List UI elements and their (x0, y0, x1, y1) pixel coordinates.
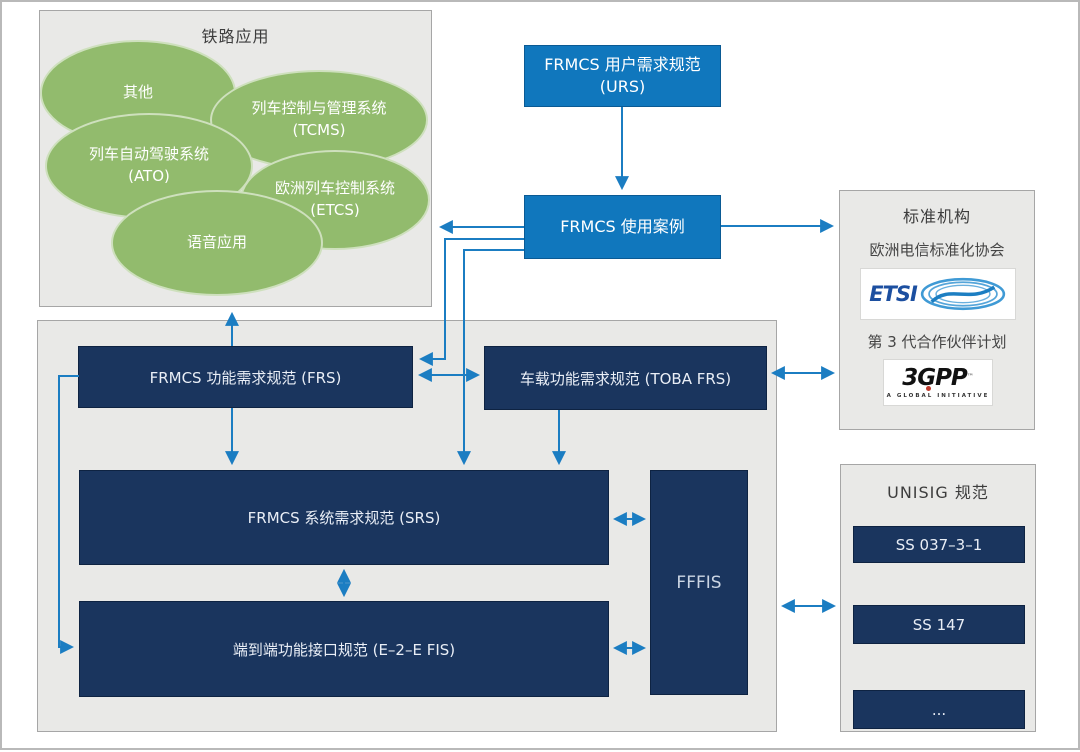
ato-abbr: (ATO) (128, 167, 170, 185)
standards-panel-title: 标准机构 (902, 207, 971, 226)
3gpp-red-dot-icon (926, 386, 931, 391)
srs-box: FRMCS 系统需求规范 (SRS) (79, 470, 609, 565)
frs-label: FRMCS 功能需求规范 (FRS) (149, 368, 342, 387)
toba-frs-box: 车载功能需求规范 (TOBA FRS) (484, 346, 767, 410)
frs-box: FRMCS 功能需求规范 (FRS) (78, 346, 413, 408)
tcms-abbr: (TCMS) (292, 121, 346, 139)
railway-applications-panel: 铁路应用 其他 列车控制与管理系统 (TCMS) 列车自动驾驶系统 (ATO) … (39, 10, 432, 307)
3gpp-logo-text: 3GPP (902, 364, 968, 391)
ss037-label: SS 037–3–1 (895, 535, 983, 554)
unisig-panel-title: UNISIG 规范 (887, 483, 989, 502)
urs-label-line2: (URS) (599, 77, 646, 96)
use-case-label: FRMCS 使用案例 (560, 216, 685, 236)
toba-frs-label: 车载功能需求规范 (TOBA FRS) (519, 369, 732, 388)
use-case-box: FRMCS 使用案例 (524, 195, 721, 259)
fffis-box: FFFIS (650, 470, 748, 695)
fffis-label: FFFIS (676, 572, 722, 593)
etcs-abbr: (ETCS) (310, 201, 360, 219)
etcs-label: 欧洲列车控制系统 (274, 179, 395, 198)
standards-bodies-panel: 标准机构 欧洲电信标准化协会 ETSI 第 3 代合作伙伴计划 3GPP™ A … (839, 190, 1035, 430)
etsi-logo: ETSI (860, 268, 1016, 320)
etsi-globe-icon (920, 277, 1005, 311)
3gpp-tagline: A GLOBAL INITIATIVE (886, 392, 990, 399)
unisig-panel: UNISIG 规范 SS 037–3–1 SS 147 ... (840, 464, 1036, 732)
etsi-logo-text: ETSI (869, 282, 918, 306)
urs-box: FRMCS 用户需求规范 (URS) (524, 45, 721, 107)
urs-label-line1: FRMCS 用户需求规范 (544, 54, 701, 74)
srs-label: FRMCS 系统需求规范 (SRS) (247, 509, 441, 527)
etsi-name-label: 欧洲电信标准化协会 (869, 241, 1005, 259)
3gpp-tm-mark: ™ (966, 372, 974, 381)
unisig-item-ss147: SS 147 (853, 605, 1025, 644)
ato-label: 列车自动驾驶系统 (88, 145, 209, 164)
other-apps-label: 其他 (122, 83, 153, 102)
ss147-label: SS 147 (912, 615, 966, 634)
railway-panel-title: 铁路应用 (201, 27, 270, 46)
unisig-item-more: ... (853, 690, 1025, 729)
unisig-more-label: ... (931, 700, 947, 719)
voice-apps-ellipse: 语音应用 (111, 190, 323, 296)
3gpp-name-label: 第 3 代合作伙伴计划 (867, 333, 1007, 351)
unisig-item-ss037: SS 037–3–1 (853, 526, 1025, 563)
voice-apps-label: 语音应用 (186, 233, 247, 252)
3gpp-logo: 3GPP™ A GLOBAL INITIATIVE (883, 359, 993, 406)
tcms-label: 列车控制与管理系统 (251, 99, 387, 118)
e2e-fis-label: 端到端功能接口规范 (E–2–E FIS) (232, 640, 456, 659)
e2e-fis-box: 端到端功能接口规范 (E–2–E FIS) (79, 601, 609, 697)
